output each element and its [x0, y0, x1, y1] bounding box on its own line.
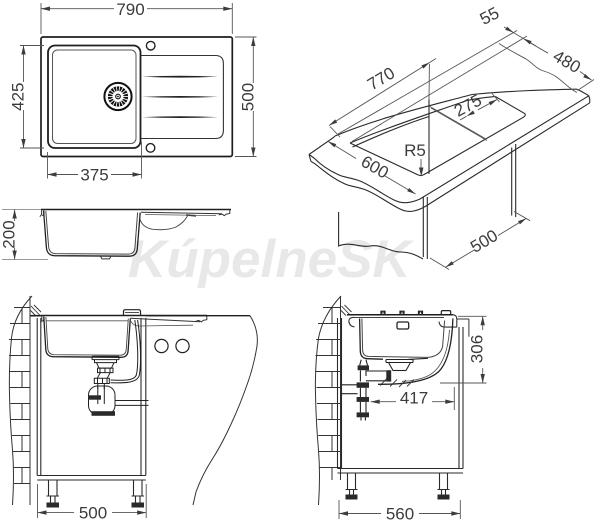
svg-text:375: 375 — [80, 166, 108, 185]
svg-text:417: 417 — [400, 388, 428, 407]
svg-text:KúpelneSK: KúpelneSK — [128, 230, 414, 289]
svg-text:425: 425 — [9, 83, 28, 111]
svg-text:790: 790 — [116, 0, 144, 19]
svg-text:306: 306 — [468, 335, 487, 363]
svg-text:500: 500 — [238, 83, 257, 111]
svg-text:560: 560 — [386, 505, 414, 524]
svg-text:500: 500 — [79, 504, 107, 523]
svg-text:200: 200 — [0, 220, 19, 248]
svg-text:R5: R5 — [404, 141, 426, 160]
